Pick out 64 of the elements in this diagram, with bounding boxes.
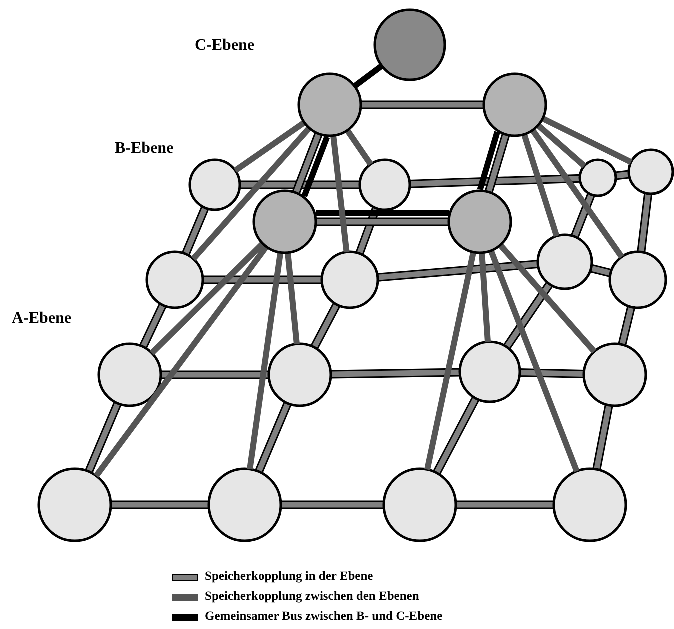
node-circle [458, 340, 522, 404]
legend-text: Gemeinsamer Bus zwischen B- und C-Ebene [205, 609, 443, 624]
connection-bar [84, 401, 122, 474]
legend-text: Speicherkopplung in der Ebene [205, 569, 374, 584]
connection-bar [110, 500, 210, 510]
connection-bar [310, 302, 342, 350]
level-label: C-Ebene [195, 37, 255, 55]
connection-bar [254, 401, 292, 474]
node-circle [252, 190, 318, 254]
node-circle [578, 158, 618, 198]
connection-line [424, 252, 476, 470]
connection-line [285, 252, 300, 344]
connection-line [479, 252, 491, 342]
node-circle [98, 342, 162, 408]
node-circle [608, 250, 668, 310]
node-circle [382, 468, 458, 542]
bus-line [316, 210, 449, 216]
node-circle [448, 190, 512, 254]
node-circle [536, 234, 594, 290]
connection-line [247, 252, 284, 470]
connection-bar [637, 192, 653, 254]
bus-line [302, 136, 330, 198]
connection-line [530, 128, 624, 259]
connection-bar [315, 218, 450, 226]
connection-line [498, 243, 597, 354]
connection-line [94, 245, 269, 478]
connection-bar [330, 368, 461, 379]
connection-line [330, 135, 350, 253]
node-circle [146, 250, 204, 310]
connection-bar [592, 404, 614, 472]
legend-text: Speicherkopplung zwischen den Ebenen [205, 589, 420, 604]
bus-line [353, 64, 384, 89]
connection-bar [618, 305, 636, 347]
connection-bar [139, 302, 168, 350]
connection-line [541, 116, 633, 165]
node-circle [374, 8, 446, 82]
connection-line [150, 242, 266, 356]
node-circle [38, 468, 112, 542]
node-circle [582, 342, 648, 408]
node-circle [358, 158, 412, 212]
connection-bar [484, 132, 510, 194]
connection-bar [360, 100, 485, 110]
connection-bar [376, 260, 540, 282]
connection-bar [280, 500, 385, 510]
connection-line [234, 120, 306, 174]
node-circle [482, 72, 548, 138]
connection-bar [455, 500, 555, 510]
connection-bar [432, 396, 480, 476]
connection-bar [182, 206, 210, 257]
connection-line [345, 128, 374, 166]
level-label: B-Ebene [115, 140, 174, 158]
bus-line [477, 131, 500, 191]
node-circle [268, 342, 332, 408]
connection-line [191, 126, 312, 262]
node-circle [298, 72, 362, 138]
connection-line [522, 134, 560, 238]
level-label: A-Ebene [12, 310, 72, 328]
node-circle [320, 250, 380, 310]
connection-line [488, 250, 580, 473]
node-circle [552, 468, 628, 542]
connection-line [536, 123, 586, 168]
node-circle [208, 468, 282, 542]
connection-bar [292, 132, 324, 196]
node-circle [188, 158, 242, 212]
